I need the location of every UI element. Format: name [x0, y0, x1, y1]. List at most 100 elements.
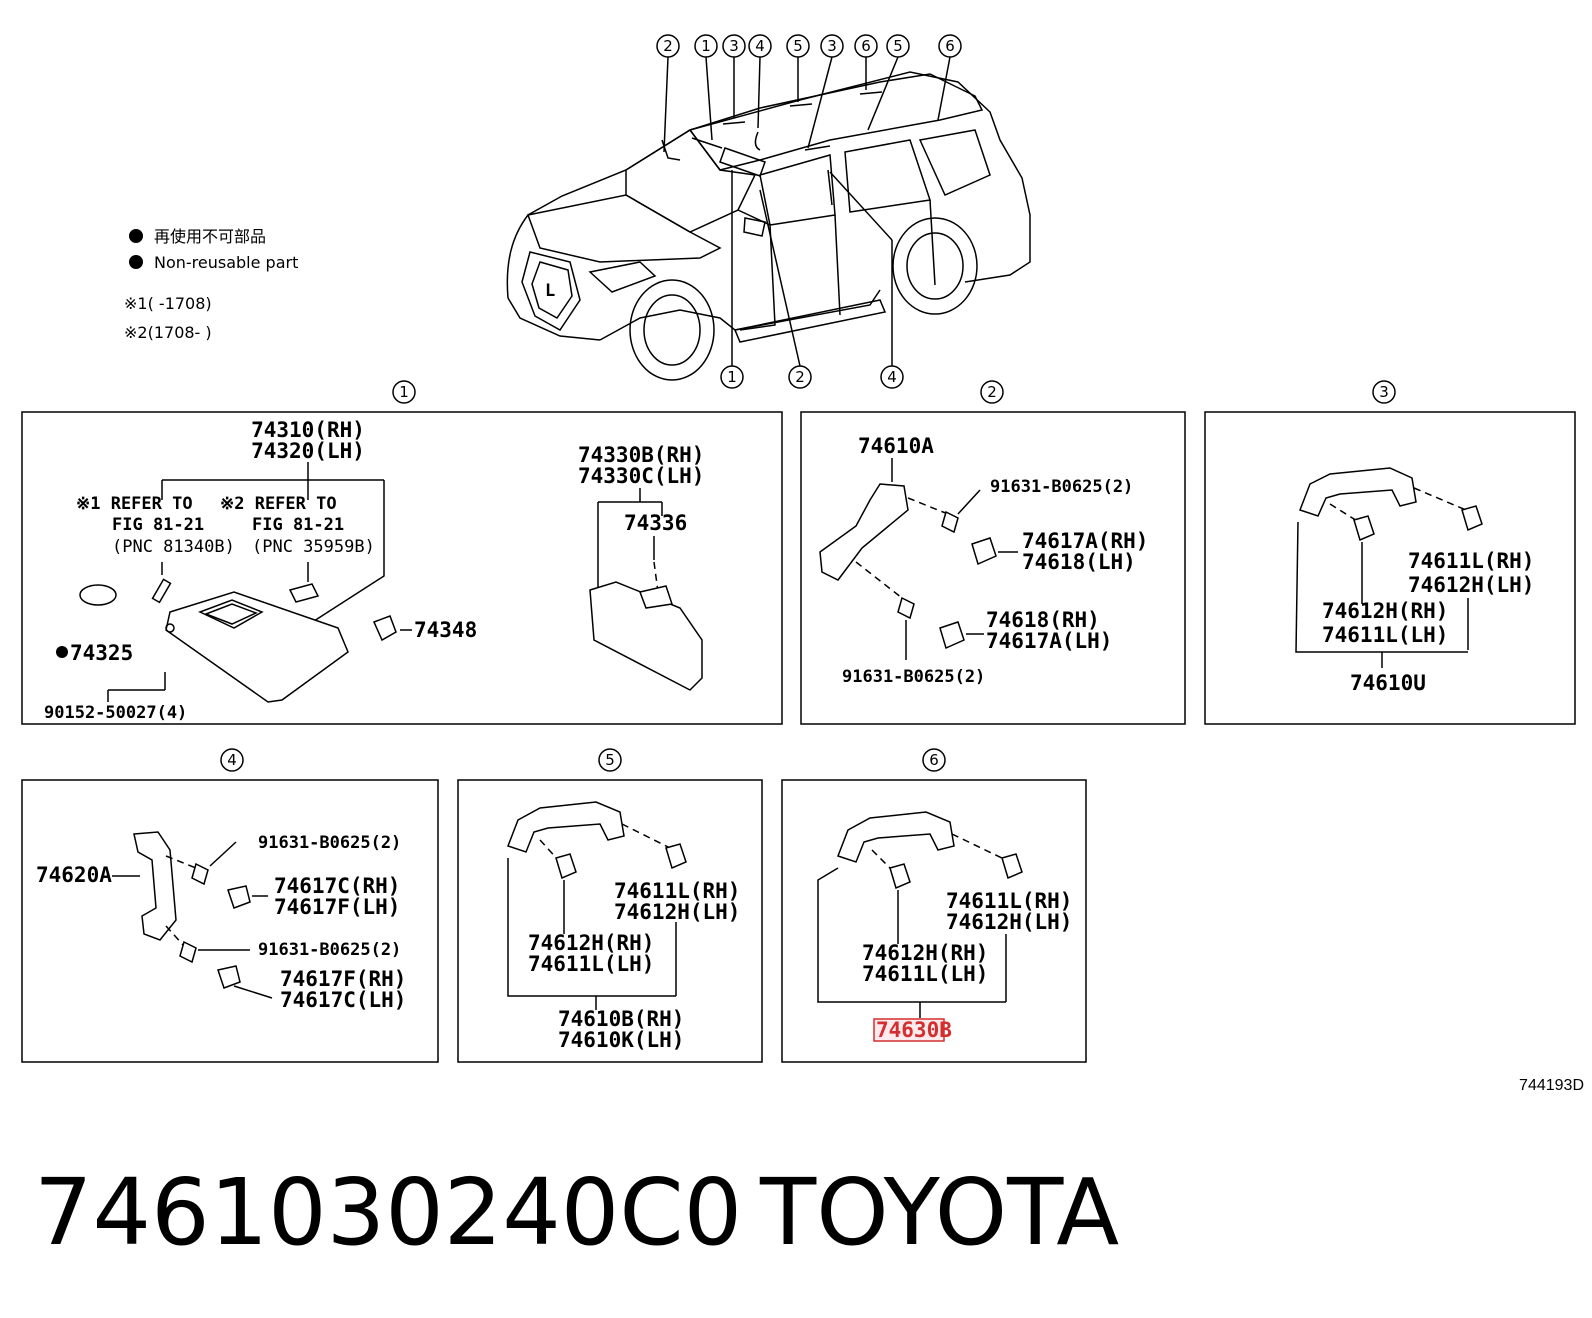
bolt-shape [897, 596, 915, 620]
bolt-shape [191, 862, 209, 886]
svg-text:1: 1 [727, 368, 737, 386]
panel-3: 3 74611L(RH) 74612H(LH) 74612H(RH) 74611… [1204, 380, 1576, 725]
label-91631-bottom: 91631-B0625(2) [258, 940, 401, 960]
clip-shape [1353, 515, 1375, 542]
label-74611l-rh: 74611L(RH) [946, 889, 1072, 913]
note-2: ※2(1708- ) [124, 323, 212, 342]
cover-shape [217, 965, 241, 989]
diagram-code: 744193D [1519, 1077, 1584, 1094]
visor-holder-shape [372, 615, 397, 642]
callout-4: 4 [748, 34, 772, 129]
panel-1: 1 74310(RH) 74320(LH) ※1 REFER TO FIG 81… [21, 380, 783, 725]
footer-part-number: 7461030240C0 [34, 1159, 742, 1266]
bolt-shape [941, 510, 959, 534]
mirror-cover-shape [79, 584, 117, 606]
panel-number: 5 [605, 751, 615, 769]
cover-shape [939, 621, 965, 650]
panel-number: 2 [987, 383, 997, 401]
label-74610b-rh: 74610B(RH) [558, 1007, 684, 1031]
label-74611l-lh: 74611L(LH) [1322, 623, 1448, 647]
label-74617c-lh: 74617C(LH) [280, 988, 406, 1012]
label-74618-lh: 74618(LH) [1022, 550, 1136, 574]
svg-text:5: 5 [893, 37, 903, 55]
clip-shape [889, 863, 911, 890]
svg-text:5: 5 [793, 37, 803, 55]
svg-text:3: 3 [827, 37, 837, 55]
legend-en: Non-reusable part [154, 253, 298, 272]
label-74320: 74320(LH) [251, 439, 365, 463]
bracket-shape [288, 583, 320, 603]
refer-2b: FIG 81-21 [252, 515, 344, 535]
callout-1: 1 [720, 170, 744, 389]
label-74617a-lh: 74617A(LH) [986, 629, 1112, 653]
panel-number: 1 [399, 383, 409, 401]
label-74617a-rh: 74617A(RH) [1022, 529, 1148, 553]
panel-number: 6 [929, 751, 939, 769]
label-74630b: 74630B [876, 1018, 952, 1042]
label-90152: 90152-50027(4) [44, 703, 187, 723]
sun-visor-2-shape [589, 581, 703, 691]
label-74610u: 74610U [1350, 671, 1426, 695]
refer-1c: (PNC 81340B) [112, 537, 235, 557]
panel-frame [800, 411, 1186, 725]
label-74620a: 74620A [36, 863, 112, 887]
assist-grip-74610a-shape [819, 483, 909, 581]
label-74617f-lh: 74617F(LH) [274, 895, 400, 919]
highlight-box [873, 1018, 945, 1042]
svg-text:6: 6 [945, 37, 955, 55]
panel-6: 6 74611L(RH) 74612H(LH) 74612H(RH) 74611… [781, 748, 1087, 1063]
label-74617f-rh: 74617F(RH) [280, 967, 406, 991]
svg-text:3: 3 [729, 37, 739, 55]
cover-shape [227, 885, 251, 909]
panel-5: 5 74611L(RH) 74612H(LH) 74612H(RH) 74611… [457, 748, 763, 1063]
callout-6: 6 [854, 34, 878, 90]
label-74325: 74325 [70, 641, 133, 665]
legend-jp: 再使用不可部品 [154, 227, 266, 246]
overview-callouts: 2 1 3 4 5 3 6 5 [656, 34, 962, 389]
legend-dot [129, 229, 143, 243]
refer-2a: ※2 REFER TO [220, 494, 337, 514]
clip-shape [1001, 853, 1023, 880]
label-74611l-rh: 74611L(RH) [614, 879, 740, 903]
label-74611l-lh: 74611L(LH) [528, 952, 654, 976]
callout-3: 3 [807, 34, 844, 149]
svg-text:4: 4 [755, 37, 765, 55]
panel-frame [457, 779, 763, 1063]
callout-6: 6 [937, 34, 962, 121]
svg-text:1: 1 [701, 37, 711, 55]
label-91631-top: 91631-B0625(2) [990, 477, 1133, 497]
cover-shape [971, 537, 997, 566]
assist-grip-74610b-shape [507, 801, 625, 853]
clip-shape [665, 843, 687, 870]
label-74612h-rh: 74612H(RH) [862, 941, 988, 965]
panel-4: 4 74620A 91631-B0625(2) 74617C(RH) 74617… [21, 748, 439, 1063]
callout-3: 3 [722, 34, 746, 118]
footer-brand: TOYOTA [759, 1159, 1119, 1266]
legend: 再使用不可部品 Non-reusable part ※1( -1708) ※2(… [124, 227, 298, 342]
label-74336: 74336 [624, 511, 687, 535]
label-74611l-rh: 74611L(RH) [1408, 549, 1534, 573]
refer-2c: (PNC 35959B) [252, 537, 375, 557]
callout-2: 2 [759, 189, 812, 389]
assist-grip-74620a-shape [133, 831, 177, 941]
bolt-shape [179, 940, 197, 964]
panel-frame [1204, 411, 1576, 725]
svg-text:4: 4 [887, 368, 897, 386]
label-74330b: 74330B(RH) [578, 443, 704, 467]
label-74612h-rh: 74612H(RH) [528, 931, 654, 955]
panel-frame [21, 779, 439, 1063]
legend-dot [129, 255, 143, 269]
label-74612h-lh: 74612H(LH) [1408, 573, 1534, 597]
svg-text:6: 6 [861, 37, 871, 55]
nonreusable-dot [56, 646, 68, 658]
label-74610a: 74610A [858, 434, 934, 458]
panel-number: 3 [1379, 383, 1389, 401]
callout-2: 2 [656, 34, 680, 153]
note-1: ※1( -1708) [124, 294, 212, 313]
assist-grip-74630b-shape [837, 811, 955, 863]
callout-1: 1 [694, 34, 718, 141]
refer-1b: FIG 81-21 [112, 515, 204, 535]
sun-visor-shape [165, 591, 349, 703]
label-74310: 74310(RH) [251, 418, 365, 442]
